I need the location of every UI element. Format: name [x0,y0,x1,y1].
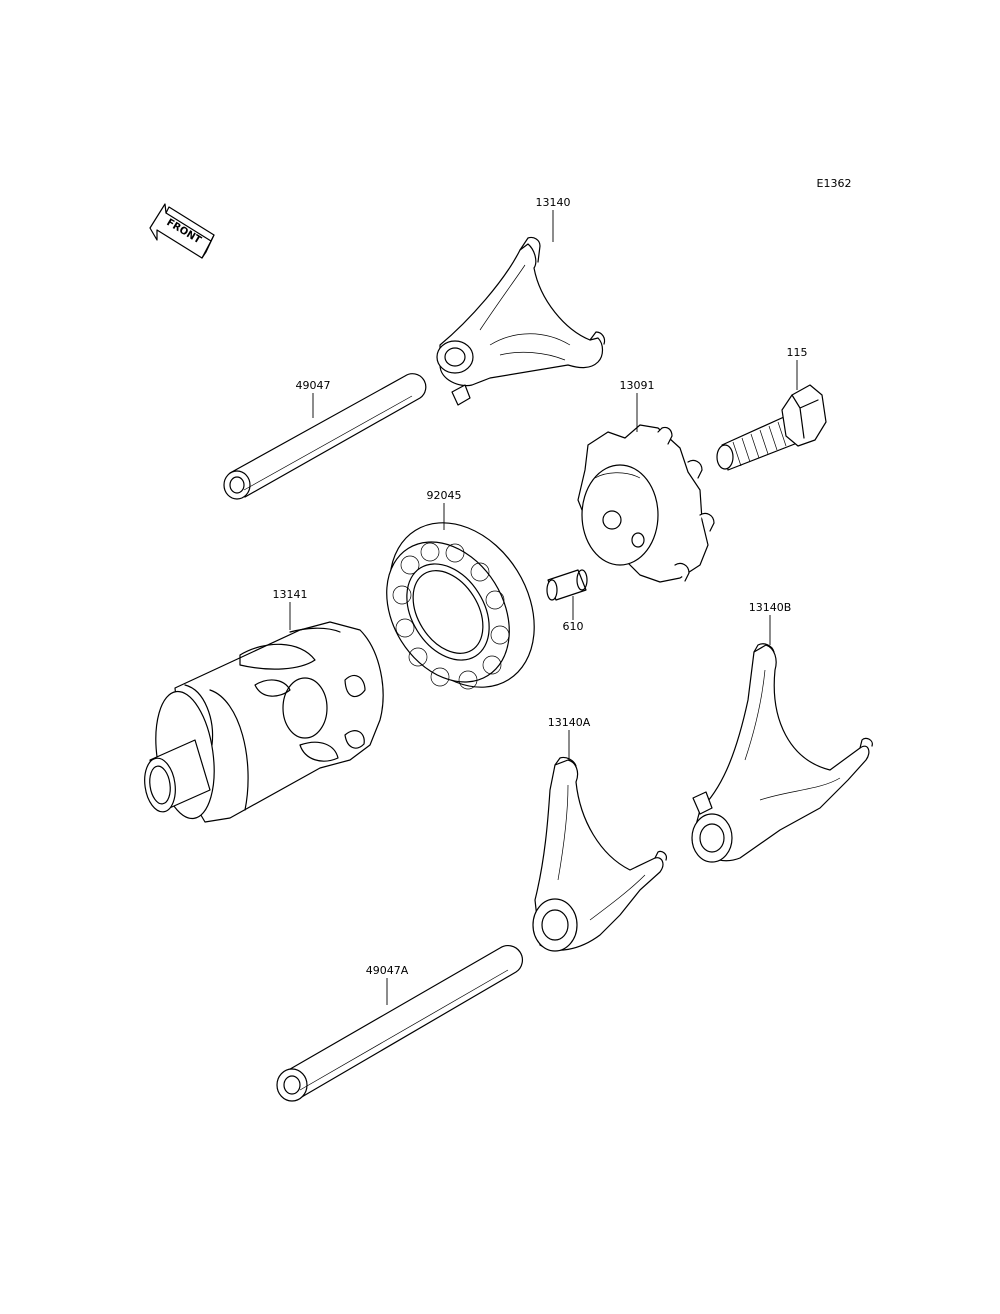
leader-lines [289,210,798,1005]
shift-drum-13141 [144,621,384,823]
label-49047A: 49047A [365,964,409,977]
pin-610 [546,569,588,601]
shift-rod-49047 [223,373,427,500]
label-49047: 49047 [295,379,331,392]
shift-fork-13140A [532,756,667,952]
label-13091: 13091 [619,379,655,392]
label-13140A: 13140A [547,716,591,729]
label-115: 115 [786,346,808,359]
shift-rod-49047A [276,944,523,1102]
bearing-92045 [386,522,535,690]
label-13140: 13140 [535,196,571,209]
label-92045: 92045 [426,489,462,502]
label-13141: 13141 [272,588,308,601]
shift-fork-13140 [436,236,606,406]
shift-fork-13140B [691,643,873,863]
front-arrow-icon: FRONT [149,203,215,259]
diagram-code: E1362 [816,177,852,190]
bolt-115 [716,384,827,471]
operating-plate-13091 [577,424,715,583]
label-610: 610 [562,620,584,633]
label-13140B: 13140B [748,601,792,614]
